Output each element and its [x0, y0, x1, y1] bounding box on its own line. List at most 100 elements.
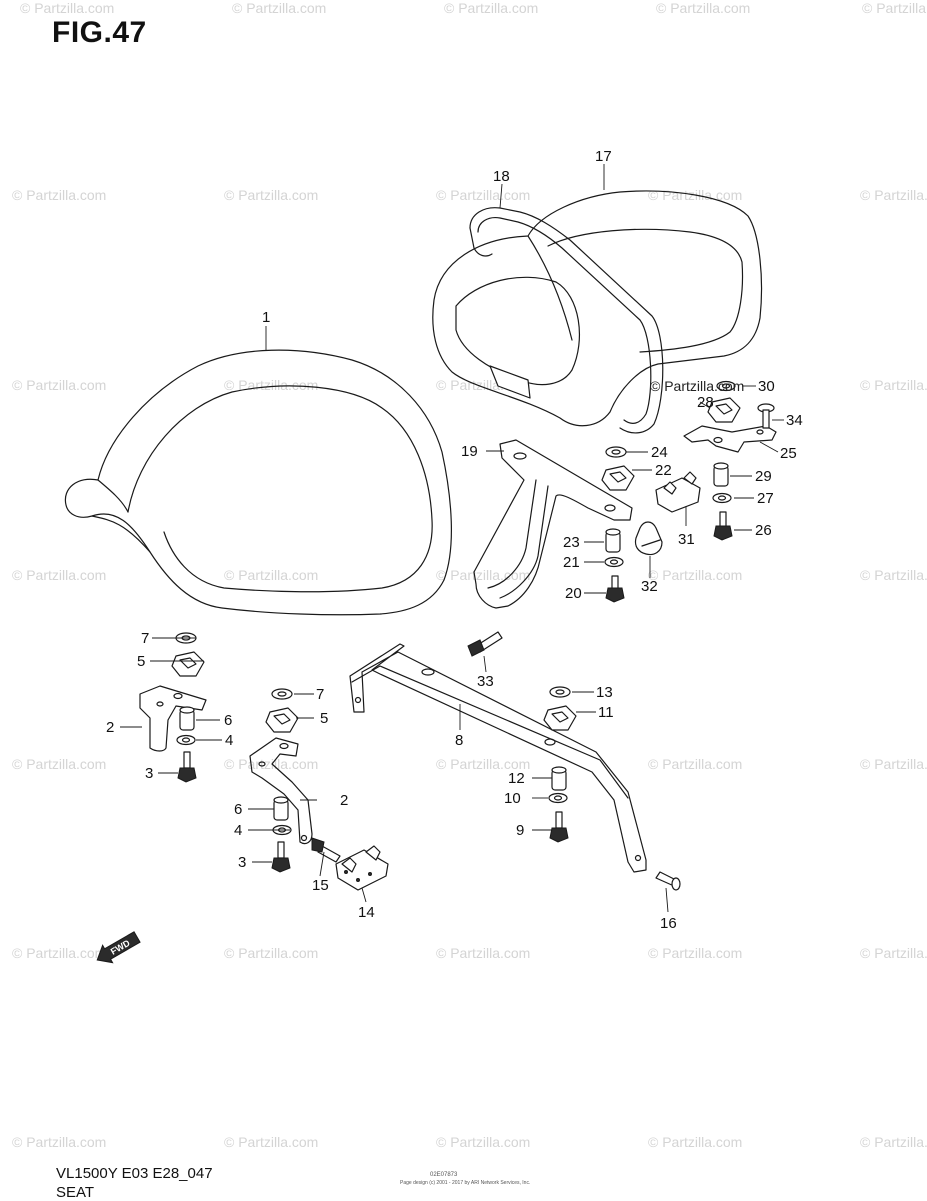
damper-32[interactable]: [634, 521, 663, 556]
figure-title: FIG.47: [52, 16, 147, 49]
watermark: © Partzilla.com: [862, 0, 927, 16]
model-code: VL1500Y E03 E28_047: [56, 1165, 213, 1182]
callout-2-left: 2: [106, 719, 114, 736]
callout-11: 11: [598, 704, 614, 721]
callout-29: 29: [755, 468, 772, 485]
front-seat[interactable]: [64, 349, 452, 616]
cushion-28[interactable]: [707, 397, 741, 423]
callout-10: 10: [504, 790, 521, 807]
bolt-3-center[interactable]: [271, 841, 291, 873]
collar-6-center[interactable]: [273, 796, 289, 821]
callout-28: 28: [697, 394, 714, 411]
callout-3-left: 3: [145, 765, 153, 782]
cushion-5-center[interactable]: [265, 707, 299, 733]
callout-25: 25: [780, 445, 797, 462]
rear-seat-bracket[interactable]: [473, 439, 633, 609]
collar-29[interactable]: [713, 462, 729, 487]
clip-nut-14[interactable]: [335, 845, 389, 891]
callout-30: 30: [758, 378, 775, 395]
bolt-26[interactable]: [713, 511, 733, 541]
callout-14: 14: [358, 904, 375, 921]
callout-2-center: 2: [340, 792, 348, 809]
watermark: © Partzilla.com: [12, 377, 107, 393]
watermark: © Partzilla.com: [436, 756, 531, 772]
bolt-20[interactable]: [605, 575, 625, 603]
frame-bracket[interactable]: [349, 643, 647, 873]
watermark: © Partzilla.com: [12, 756, 107, 772]
bolt-16[interactable]: [655, 871, 681, 891]
watermark: © Partzilla.com: [436, 187, 531, 203]
watermark: © Partzilla.com: [12, 1134, 107, 1150]
washer-30[interactable]: [716, 380, 736, 392]
inline-watermark: © Partzilla.com: [650, 378, 744, 394]
fwd-arrow-icon: FWD: [96, 931, 141, 964]
callout-19: 19: [461, 443, 478, 460]
watermark: © Partzilla.com: [436, 945, 531, 961]
rear-bracket-right[interactable]: [683, 425, 777, 453]
callout-7-center: 7: [316, 686, 324, 703]
collar-12[interactable]: [551, 766, 567, 791]
watermark: © Partzilla.com: [224, 756, 319, 772]
bolt-33[interactable]: [467, 631, 503, 657]
watermark: © Partzilla.com: [648, 1134, 743, 1150]
callout-12: 12: [508, 770, 525, 787]
callout-16: 16: [660, 915, 677, 932]
watermark: © Partzilla.com: [860, 377, 927, 393]
callout-20: 20: [565, 585, 582, 602]
callout-13: 13: [596, 684, 613, 701]
callout-6-center: 6: [234, 801, 242, 818]
watermark: © Partzilla.com: [860, 756, 927, 772]
cushion-5-left[interactable]: [171, 651, 205, 677]
callout-24: 24: [651, 444, 668, 461]
section-name: SEAT: [56, 1184, 95, 1201]
washer-27[interactable]: [712, 492, 732, 504]
watermark: © Partzilla.com: [224, 1134, 319, 1150]
bolt-15[interactable]: [311, 837, 341, 863]
watermark: © Partzilla.com: [12, 567, 107, 583]
copyright-note: Page design (c) 2001 - 2017 by ARI Netwo…: [400, 1180, 531, 1186]
callout-4-left: 4: [225, 732, 233, 749]
callout-21: 21: [563, 554, 580, 571]
collar-6-left[interactable]: [179, 706, 195, 731]
callout-26: 26: [755, 522, 772, 539]
washer-13[interactable]: [549, 686, 571, 698]
callout-17: 17: [595, 148, 612, 165]
rear-seat[interactable]: [432, 190, 763, 427]
bolt-9[interactable]: [549, 811, 569, 843]
washer-21[interactable]: [604, 556, 624, 568]
callout-9: 9: [516, 822, 524, 839]
grab-rail[interactable]: [469, 207, 664, 434]
callout-5-center: 5: [320, 710, 328, 727]
clip-nut-31[interactable]: [655, 471, 701, 513]
watermark: © Partzilla.com: [12, 187, 107, 203]
collar-23[interactable]: [605, 528, 621, 553]
washer-4-left[interactable]: [176, 734, 196, 746]
seat-bracket-center[interactable]: [249, 737, 313, 845]
callout-8: 8: [455, 732, 463, 749]
watermark: © Partzilla.com: [224, 567, 319, 583]
watermark: © Partzilla.com: [224, 945, 319, 961]
watermark: © Partzilla.com: [648, 567, 743, 583]
callout-4-center: 4: [234, 822, 242, 839]
callout-27: 27: [757, 490, 774, 507]
bolt-3-left[interactable]: [177, 751, 197, 783]
callout-31: 31: [678, 531, 695, 548]
washer-10[interactable]: [548, 792, 568, 804]
callout-34: 34: [786, 412, 803, 429]
callout-7-left: 7: [141, 630, 149, 647]
washer-24[interactable]: [605, 446, 627, 458]
cushion-22[interactable]: [601, 465, 635, 491]
cushion-11[interactable]: [543, 705, 577, 731]
washer-7-center[interactable]: [271, 688, 293, 700]
watermark: © Partzilla.com: [12, 945, 107, 961]
watermark: © Partzilla.com: [232, 0, 327, 16]
bolt-34[interactable]: [757, 403, 775, 429]
watermark: © Partzilla.com: [648, 756, 743, 772]
callout-23: 23: [563, 534, 580, 551]
diagram-code: 02E07873: [430, 1172, 458, 1178]
watermark: © Partzilla.com: [20, 0, 115, 16]
callout-18: 18: [493, 168, 510, 185]
callout-1: 1: [262, 309, 270, 326]
seat-bracket-left[interactable]: [139, 685, 207, 752]
